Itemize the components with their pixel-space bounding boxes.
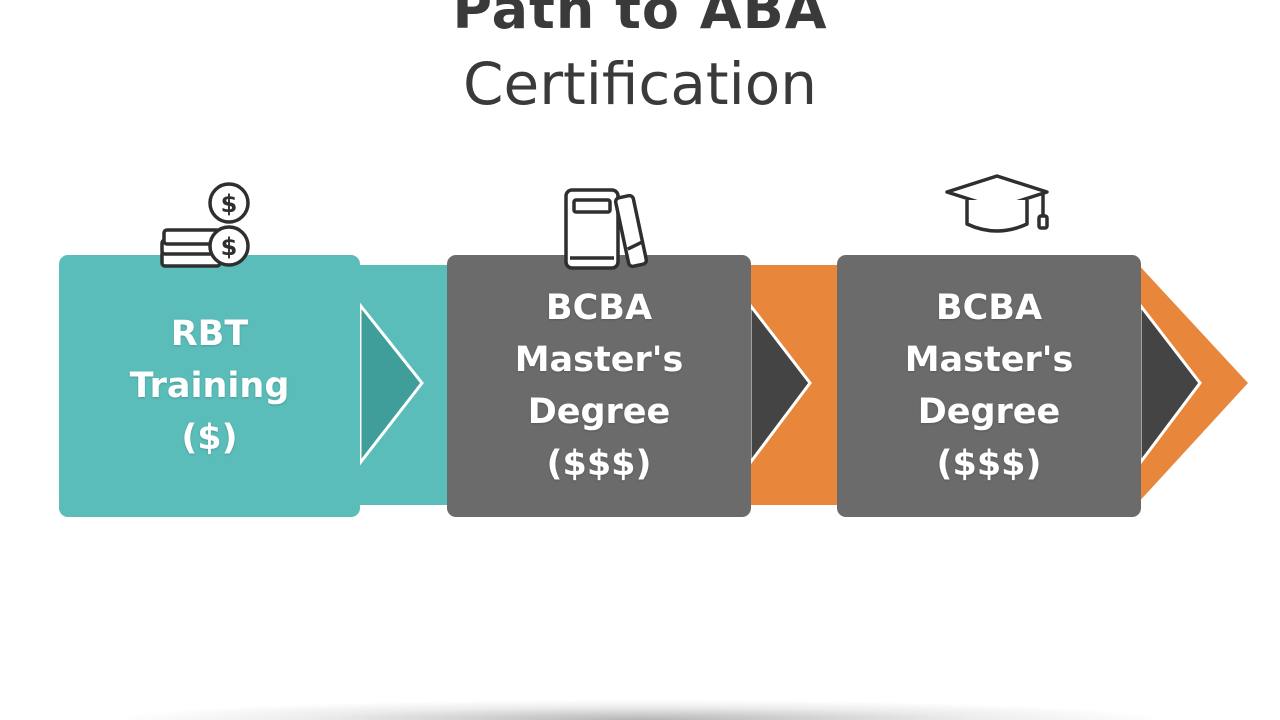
graduation-cap-icon (945, 174, 1049, 233)
floor-shadow (120, 700, 1160, 720)
step-bcba-masters-2: BCBA Master's Degree ($$$) (837, 255, 1141, 517)
step-3-line-1: BCBA (935, 288, 1043, 328)
title-line-2: Certification (463, 50, 817, 118)
svg-text:$: $ (221, 190, 238, 218)
svg-text:$: $ (221, 233, 238, 261)
step-2-line-2: Master's (514, 340, 684, 380)
step-1-line-2: Training (129, 366, 290, 406)
step-3-line-4: ($$$) (936, 444, 1042, 484)
step-2-line-4: ($$$) (546, 444, 652, 484)
step-1-label: RBT Training ($) (130, 308, 290, 464)
step-2-line-3: Degree (527, 392, 671, 432)
step-2-line-1: BCBA (545, 288, 653, 328)
step-3-line-2: Master's (904, 340, 1074, 380)
step-bcba-masters-1: BCBA Master's Degree ($$$) (447, 255, 751, 517)
step-rbt-training: RBT Training ($) (59, 255, 360, 517)
chevron-arrow-1 (358, 300, 424, 468)
step-3-line-3: Degree (917, 392, 1061, 432)
step-2-label: BCBA Master's Degree ($$$) (515, 282, 684, 490)
title-line-1: Path to ABA (452, 0, 828, 41)
money-coins-icon: $ $ (160, 182, 250, 268)
step-1-line-3: ($) (181, 418, 238, 458)
step-1-line-1: RBT (170, 314, 249, 354)
books-icon (564, 188, 649, 270)
step-3-label: BCBA Master's Degree ($$$) (905, 282, 1074, 490)
